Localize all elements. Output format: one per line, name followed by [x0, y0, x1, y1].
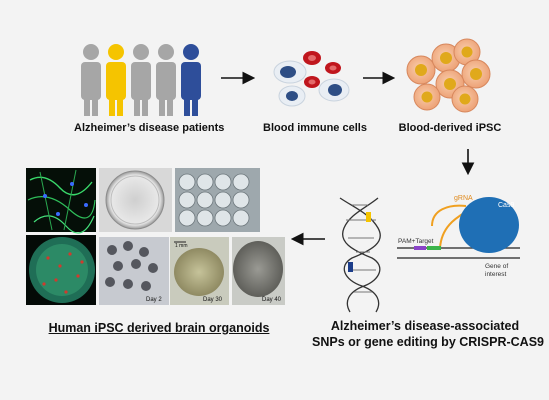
patients-label: Alzheimer’s disease patients [74, 122, 225, 134]
ipsc-cell [461, 59, 491, 89]
immune-cells-label: Blood immune cells [263, 122, 367, 134]
person-icon [106, 44, 126, 116]
pam-target-label: PAM+Target [398, 238, 434, 245]
ipsc-label: Blood-derived iPSC [398, 122, 502, 134]
organoids-label: Human iPSC derived brain organoids [48, 321, 270, 335]
gene-of-interest-label-1: Gene of [485, 263, 508, 270]
day-30-image: 1 mm Day 30 [170, 237, 229, 305]
ipsc-cell [451, 85, 479, 113]
ipsc-cell [453, 38, 481, 66]
crispr-label-line-2: SNPs or gene editing by CRISPR-CAS9 [312, 335, 544, 349]
fluorescence-image [26, 168, 96, 234]
day-2-label: Day 2 [146, 297, 162, 303]
gene-of-interest-label-2: interest [485, 271, 507, 278]
day-2-image: Day 2 [99, 237, 169, 305]
ipsc-cell [413, 83, 441, 111]
person-icon [156, 44, 176, 116]
ipsc-cell [406, 55, 436, 85]
day-40-image: Day 40 [232, 237, 285, 305]
day-40-label: Day 40 [262, 297, 282, 303]
person-icon [131, 44, 151, 116]
cas9-label: Cas9 [498, 202, 514, 209]
scale-bar-label: 1 mm [175, 243, 188, 249]
blood-immune-cells-icon [273, 51, 350, 107]
patients-icon-group [81, 44, 201, 116]
ipsc-colony-icon [406, 38, 491, 113]
cas9-complex-icon [397, 197, 520, 259]
organoid-photo-collage: Day 2 1 mm Day 30 Day 40 [26, 168, 285, 305]
person-icon [181, 44, 201, 116]
grna-label: gRNA [454, 195, 473, 202]
dna-helix-icon [339, 197, 381, 313]
person-icon [81, 44, 101, 116]
petri-dish-image [99, 168, 172, 232]
multiwell-plate-image [175, 168, 260, 232]
day-30-label: Day 30 [203, 297, 223, 303]
crispr-label-line-1: Alzheimer’s disease-associated [330, 319, 520, 333]
organoid-section-image [26, 235, 96, 305]
